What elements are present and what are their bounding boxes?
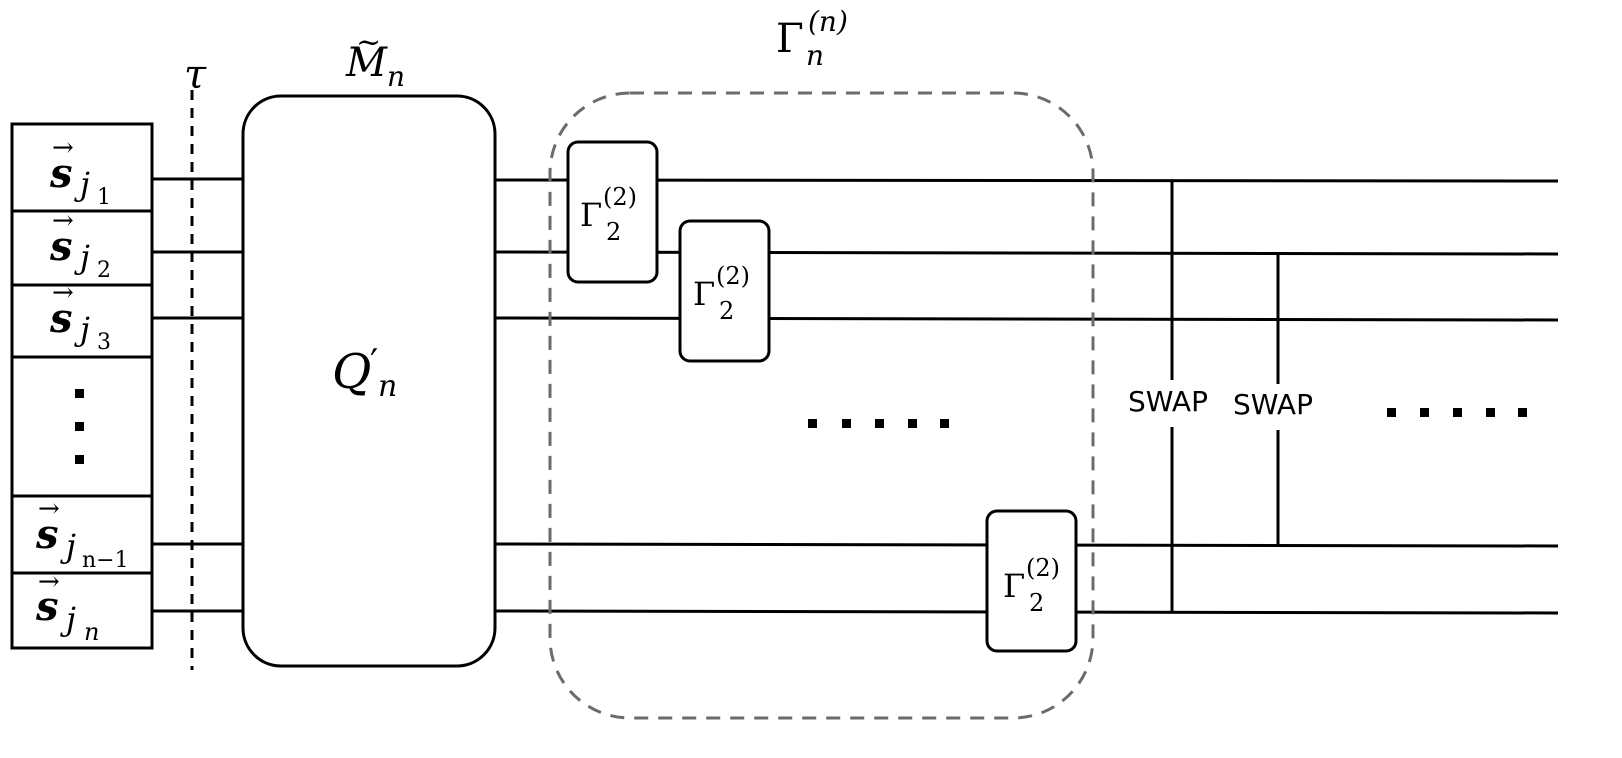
svg-text:s: s [49, 223, 73, 270]
svg-text:3: 3 [97, 330, 111, 355]
svg-text:s: s [35, 511, 59, 558]
vector-arrow: → [52, 206, 74, 236]
swap-label-1: SWAP [1128, 385, 1208, 418]
svg-text:s: s [49, 295, 73, 342]
svg-text:2: 2 [606, 218, 621, 246]
svg-text:s: s [35, 583, 59, 630]
input-label-2: s → j 2 [49, 206, 111, 283]
svg-text:Γ: Γ [1003, 567, 1025, 605]
svg-text:(2): (2) [1026, 554, 1060, 582]
svg-text:n: n [387, 60, 405, 93]
svg-text:2: 2 [97, 258, 111, 283]
gamma-n-label: Γ (n) n [776, 5, 848, 72]
svg-text:Γ: Γ [776, 16, 804, 62]
register-ellipsis [75, 389, 84, 464]
svg-text:n: n [806, 39, 824, 72]
svg-text:(2): (2) [716, 262, 750, 290]
gamma-2-gate-3: Γ (2) 2 [985, 509, 1078, 653]
svg-text:Γ: Γ [580, 196, 602, 234]
gate-sequence-ellipsis [808, 419, 949, 428]
q-prime-label: Q [332, 344, 371, 400]
svg-text:n−1: n−1 [82, 548, 129, 573]
m-tilde-label: M ~ n [345, 25, 405, 93]
svg-text:~: ~ [356, 25, 381, 60]
tau-label: τ [184, 52, 207, 98]
svg-text:2: 2 [719, 297, 734, 325]
svg-text:n: n [378, 369, 397, 404]
svg-text:′: ′ [370, 343, 378, 384]
svg-text:M: M [345, 40, 388, 86]
swap-label-2: SWAP [1233, 388, 1313, 421]
gamma-2-gate-2: Γ (2) 2 [678, 219, 771, 363]
input-register: s → j 1 s → j 2 s → j 3 s → j [10, 122, 154, 650]
vector-arrow: → [38, 494, 60, 524]
gamma-2-gate-1: Γ (2) 2 [566, 140, 659, 284]
svg-text:(n): (n) [808, 5, 848, 38]
q-prime-block: Q ′ n [241, 94, 497, 668]
vector-arrow: → [52, 133, 74, 163]
svg-text:s: s [49, 150, 73, 197]
vector-arrow: → [52, 278, 74, 308]
svg-text:2: 2 [1029, 589, 1044, 617]
input-wires [152, 177, 245, 613]
input-label-n: s → j n [35, 567, 99, 646]
swap-gate-2: SWAP [1233, 254, 1313, 546]
svg-text:1: 1 [97, 185, 111, 210]
vector-arrow: → [38, 567, 60, 597]
swap-gate-1: SWAP [1128, 181, 1208, 613]
svg-text:Γ: Γ [693, 275, 715, 313]
svg-text:n: n [84, 618, 99, 646]
trailing-ellipsis [1387, 408, 1527, 417]
svg-text:(2): (2) [603, 183, 637, 211]
